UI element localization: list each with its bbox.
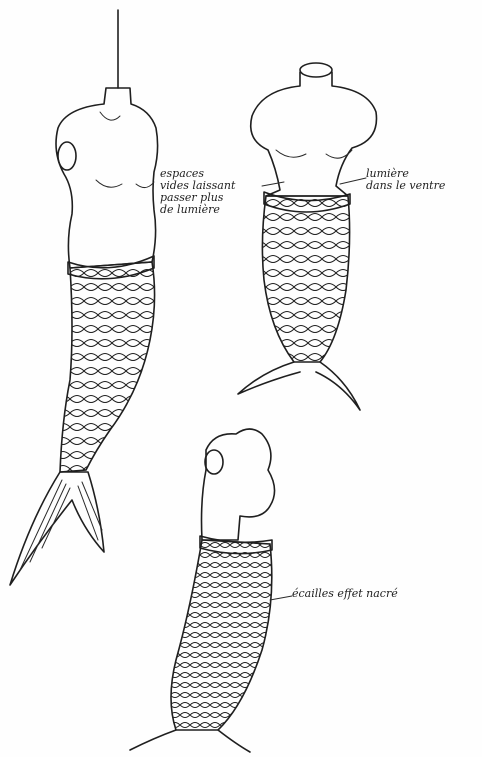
tail-fin-bottom — [130, 730, 250, 752]
tail-fin-left — [10, 472, 104, 585]
arm-hole — [205, 450, 223, 474]
tail-fin-right — [238, 362, 360, 410]
annotation-bottom: écailles effet nacré — [292, 588, 462, 600]
annotation-right: lumière dans le ventre — [366, 168, 476, 192]
chest-line — [96, 180, 122, 187]
mermaid-figure-right — [238, 63, 377, 410]
collarbone — [100, 112, 120, 120]
torso-bottom — [202, 429, 275, 540]
chest-line — [326, 150, 352, 158]
torso-right — [251, 72, 377, 196]
neck-top — [300, 63, 332, 77]
leader-line-left-note — [262, 182, 284, 186]
tail-scales-left — [60, 262, 155, 472]
annotation-left: espaces vides laissant passer plus de lu… — [160, 168, 260, 216]
mermaid-figure-bottom — [130, 429, 275, 752]
torso-left — [56, 88, 158, 268]
chest-line — [136, 182, 154, 188]
leader-line-right-note — [340, 178, 366, 184]
arm-hole — [58, 142, 76, 170]
tail-scales-right — [262, 196, 349, 362]
chest-line — [276, 150, 306, 157]
leader-line-bottom-note — [270, 596, 292, 600]
tail-scales-bottom — [171, 540, 272, 730]
mermaid-figure-left — [10, 10, 158, 585]
